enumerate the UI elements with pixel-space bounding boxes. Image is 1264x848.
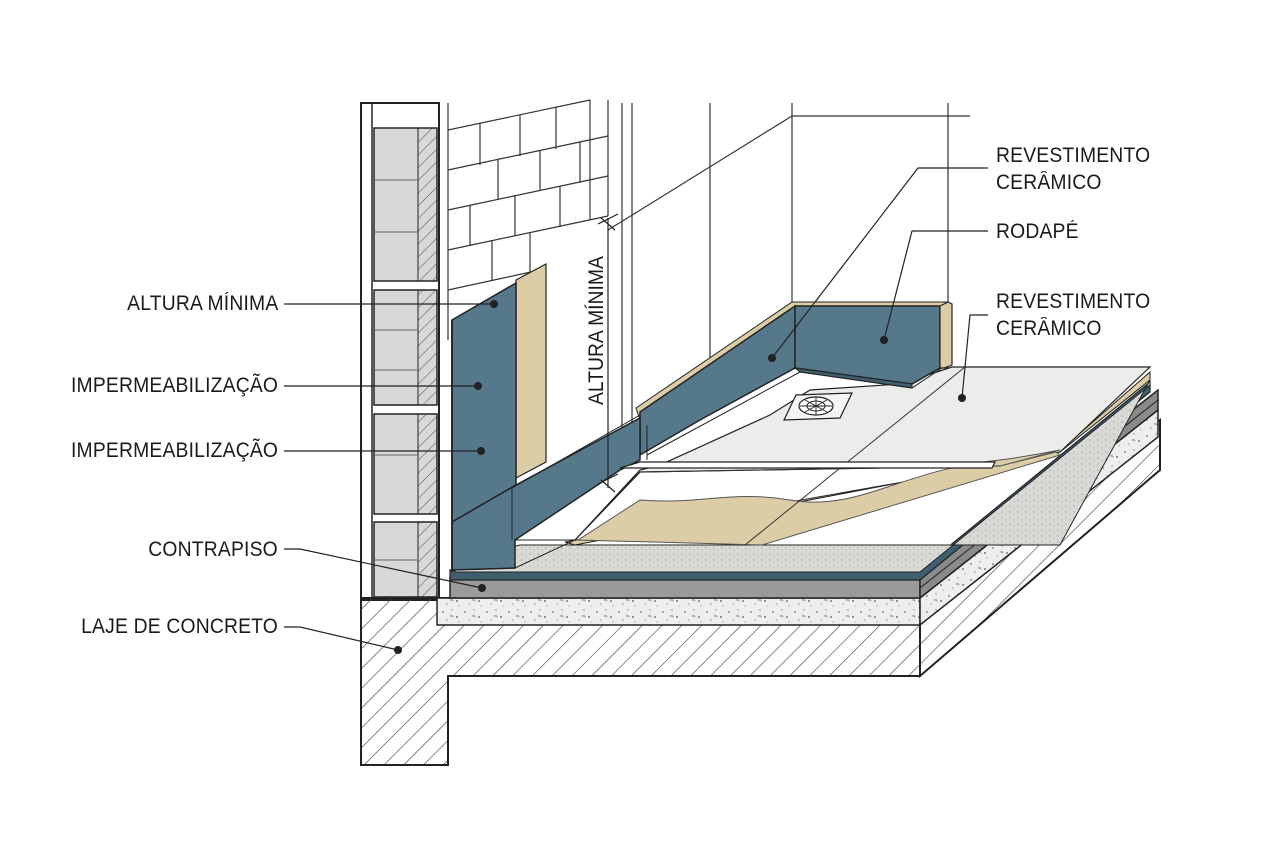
back-wall-lines: [607, 103, 970, 470]
label-impermeabilizacao-1: IMPERMEABILIZAÇÃO: [70, 374, 278, 397]
label-contrapiso: CONTRAPISO: [148, 538, 278, 561]
height-dimension-line: [597, 213, 619, 493]
masonry-wall: [360, 102, 440, 601]
label-revestimento-ceramico-wall-1: REVESTIMENTO: [996, 144, 1151, 167]
leader-dots: [394, 300, 966, 654]
brick-wall: [447, 99, 609, 340]
label-revestimento-ceramico-wall-2: CERÂMICO: [996, 171, 1102, 194]
left-wall-membrane: [451, 263, 996, 572]
label-altura-minima: ALTURA MÍNIMA: [126, 292, 278, 315]
floor-drain-icon: [783, 392, 853, 421]
back-wall-membrane: [635, 301, 953, 460]
label-impermeabilizacao-2: IMPERMEABILIZAÇÃO: [70, 439, 278, 462]
label-revestimento-ceramico-floor-1: REVESTIMENTO: [996, 290, 1151, 313]
label-rodape: RODAPÉ: [996, 220, 1079, 243]
label-revestimento-ceramico-floor-2: CERÂMICO: [996, 317, 1102, 340]
leader-lines: [284, 167, 988, 651]
label-laje-de-concreto: LAJE DE CONCRETO: [81, 615, 278, 638]
label-altura-minima-vertical: ALTURA MÍNIMA: [585, 256, 608, 405]
